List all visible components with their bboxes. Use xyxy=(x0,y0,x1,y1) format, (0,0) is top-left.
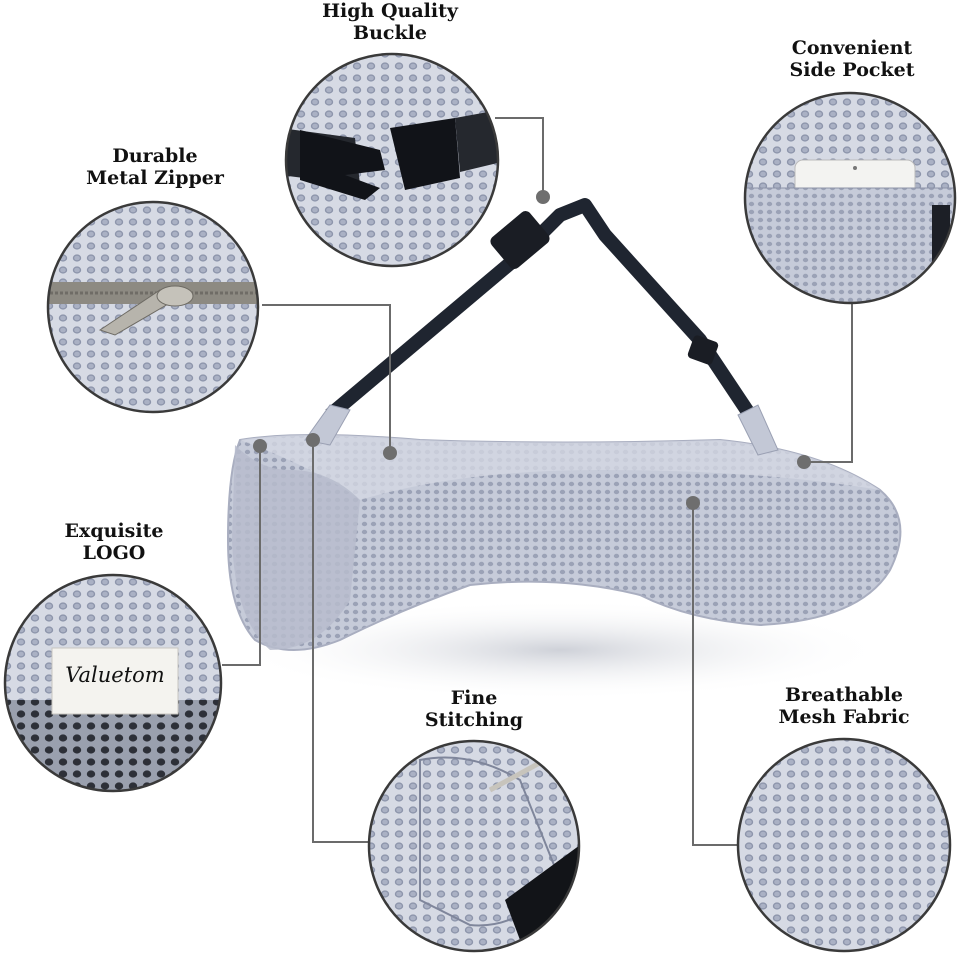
stitching-detail-circle xyxy=(367,739,581,953)
logo-detail-circle xyxy=(3,573,223,793)
floor-shadow xyxy=(230,600,890,700)
pillow-strap xyxy=(325,198,766,434)
zipper-detail-circle xyxy=(46,200,260,414)
callout-dots xyxy=(253,190,811,510)
buckle-detail-circle xyxy=(284,52,500,268)
callout-lines xyxy=(222,117,853,846)
buckle-female-icon xyxy=(390,118,460,190)
pillow xyxy=(226,404,902,651)
pocket-detail-circle xyxy=(743,91,957,305)
mesh-detail-circle xyxy=(736,737,952,953)
brand-tag xyxy=(51,647,179,715)
buckle-male-icon xyxy=(300,130,385,200)
brand-logo-text: Valuetom xyxy=(65,663,165,687)
